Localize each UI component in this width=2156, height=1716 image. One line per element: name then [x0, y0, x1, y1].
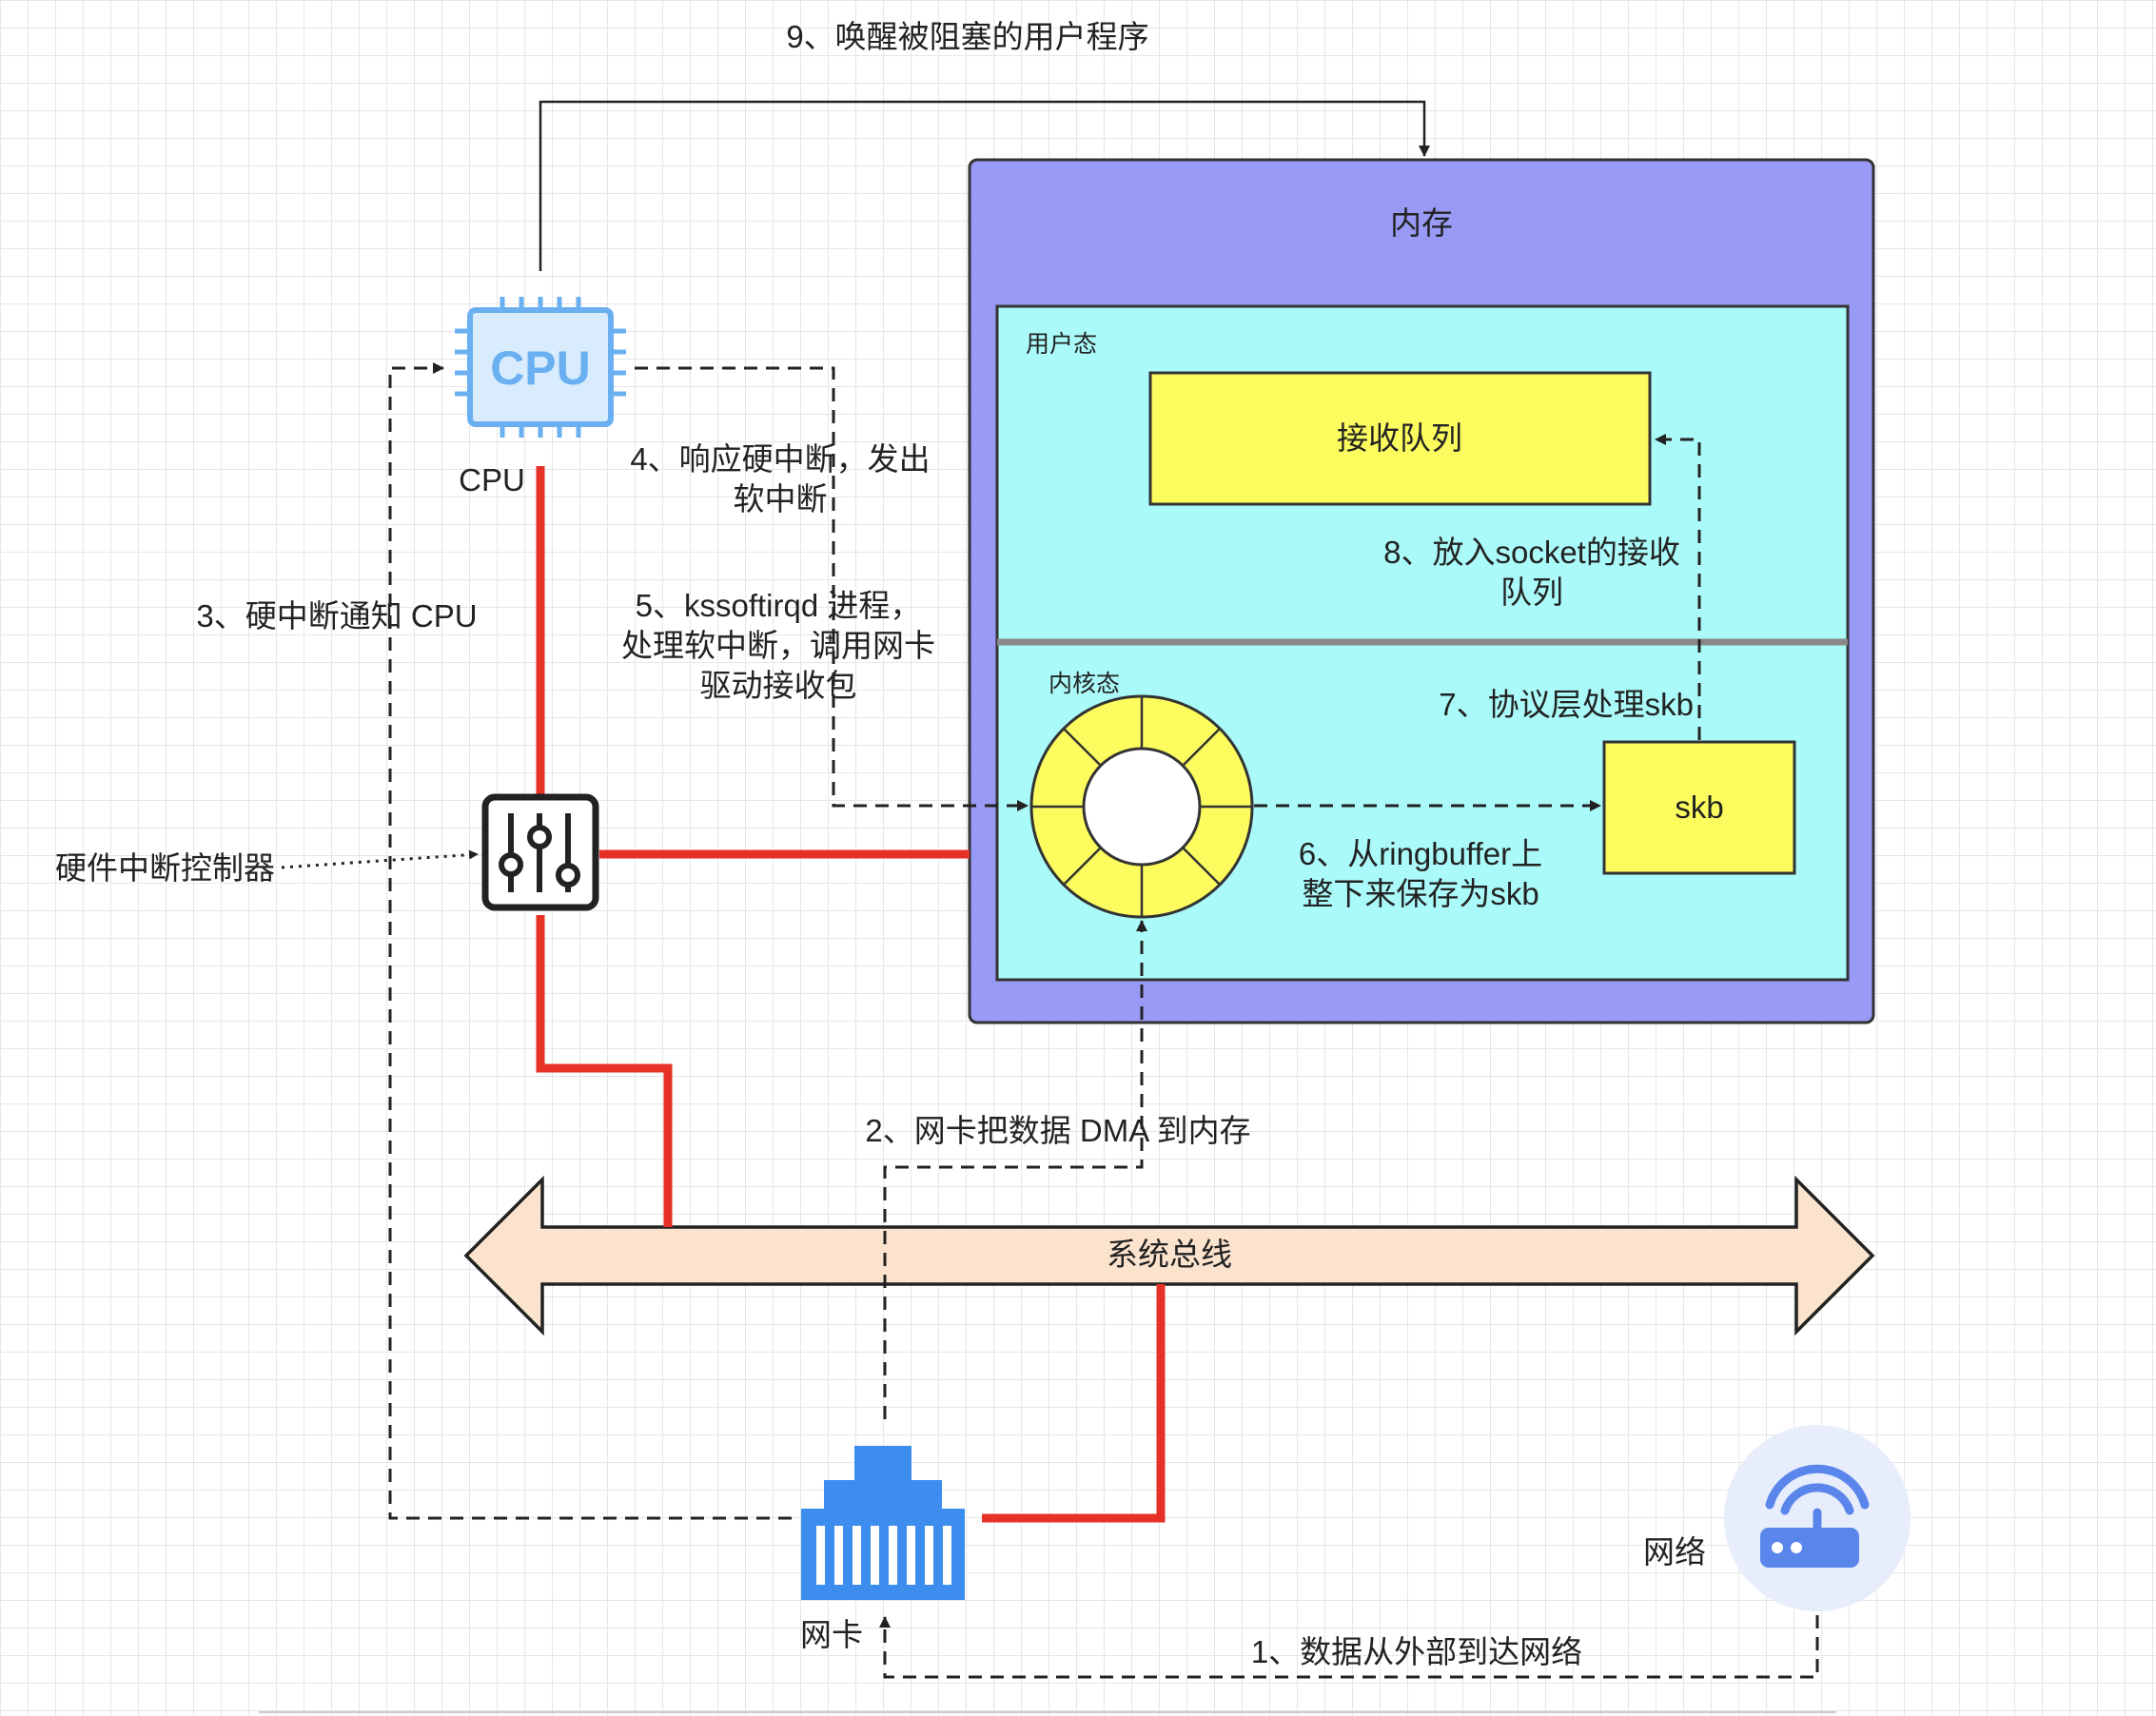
wifi-router-icon [1724, 1425, 1911, 1611]
ring-buffer-icon [1029, 694, 1254, 919]
network-label: 网络 [1643, 1534, 1706, 1570]
step2-label: 2、网卡把数据 DMA 到内存 [865, 1113, 1250, 1148]
interrupt-controller-label: 硬件中断控制器 [55, 850, 275, 886]
cpu-chip-icon: CPU [455, 297, 626, 438]
step5-label-line3: 驱动接收包 [700, 668, 857, 703]
user-space-label: 用户态 [1026, 331, 1097, 358]
step7-label: 7、协议层处理skb [1439, 687, 1694, 722]
hardware-wiring [536, 466, 1166, 1523]
step8-label-line2: 队列 [1500, 575, 1563, 610]
system-bus-arrow [463, 1175, 1875, 1336]
step1-label: 1、数据从外部到达网络 [1251, 1634, 1582, 1669]
skb-box [1602, 740, 1796, 875]
mixer-sliders-icon [481, 793, 599, 911]
connectors [281, 100, 1819, 1679]
step9-label: 9、唤醒被阻塞的用户程序 [786, 19, 1148, 54]
step4-label-line1: 4、响应硬中断，发出 [630, 441, 930, 477]
receive-queue-label: 接收队列 [1337, 420, 1462, 456]
step6-label-line1: 6、从ringbuffer上 [1299, 836, 1542, 871]
step3-label: 3、硬中断通知 CPU [196, 598, 477, 634]
skb-label: skb [1675, 790, 1723, 825]
step5-label-line2: 处理软中断，调用网卡 [621, 628, 935, 663]
cpu-label: CPU [459, 462, 525, 497]
memory-label: 内存 [1390, 205, 1453, 241]
cpu-chip-text: CPU [490, 341, 591, 395]
step4-label-line2: 软中断 [734, 481, 828, 517]
step5-label-line1: 5、kssoftirqd 进程， [636, 588, 922, 623]
step8-label-line1: 8、放入socket的接收 [1383, 535, 1680, 570]
kernel-space-label: 内核态 [1049, 671, 1120, 697]
receive-queue-box [1148, 371, 1652, 506]
nic-label: 网卡 [800, 1617, 863, 1652]
ethernet-port-icon [801, 1446, 965, 1600]
step6-label-line2: 整下来保存为skb [1302, 876, 1539, 911]
system-bus-label: 系统总线 [1107, 1237, 1232, 1272]
